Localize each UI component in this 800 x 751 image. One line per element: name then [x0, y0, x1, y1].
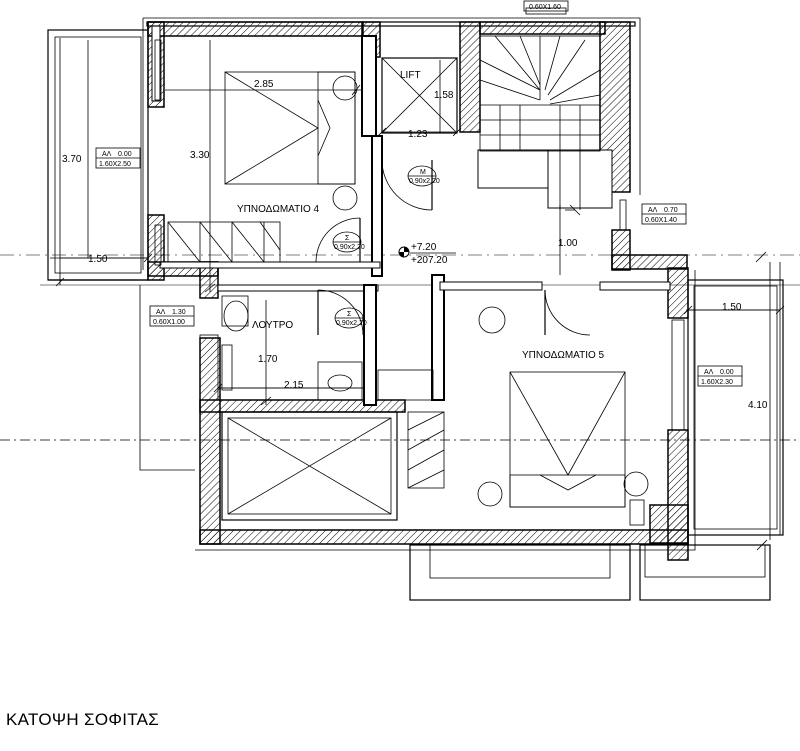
dim-215: 2.15 [284, 380, 304, 391]
svg-text:0.70: 0.70 [664, 207, 678, 214]
svg-text:0.60X1.40: 0.60X1.40 [645, 217, 677, 224]
dim-170: 1.70 [258, 354, 278, 365]
top-window-tag: 0.60X1.60 [523, 0, 569, 12]
svg-text:ΑΛ: ΑΛ [648, 207, 658, 214]
bedroom4-furniture [167, 71, 358, 263]
doors [315, 159, 591, 336]
svg-text:ΑΛ: ΑΛ [156, 309, 166, 316]
svg-text:0.60X1.00: 0.60X1.00 [153, 319, 185, 326]
dim-285: 2.85 [254, 79, 274, 90]
door-tag-mark: Μ [420, 169, 426, 176]
dim-150-right: 1.50 [722, 302, 742, 313]
bathroom-fixtures [218, 295, 434, 401]
room-label-bathroom: ΛΟΥΤΡΟ [252, 320, 293, 331]
dim-158: 1.58 [434, 90, 454, 101]
door-tag-mark: Σ [345, 235, 350, 242]
svg-text:1.60X2.30: 1.60X2.30 [701, 379, 733, 386]
svg-text:1.60X2.50: 1.60X2.50 [99, 161, 131, 168]
door-tag-size: 0.90x2.20 [334, 244, 365, 251]
dim-100: 1.00 [558, 238, 578, 249]
level-lower: +207.20 [411, 255, 448, 266]
dim-150-left: 1.50 [88, 254, 108, 265]
svg-text:0.60X1.60: 0.60X1.60 [529, 4, 561, 11]
level-upper: +7.20 [411, 242, 437, 253]
room-label-bedroom4: ΥΠΝΟΔΩΜΑΤΙΟ 4 [237, 204, 320, 215]
lift-label: LIFT [400, 70, 421, 81]
door-tag-size: 0.90x2.20 [336, 320, 367, 327]
lift-shaft: LIFT [381, 57, 458, 134]
windows [154, 7, 685, 431]
room-label-bedroom5: ΥΠΝΟΔΩΜΑΤΙΟ 5 [522, 350, 605, 361]
door-tag-mark: Σ [347, 311, 352, 318]
door-tag-size: 0.90x2.20 [409, 178, 440, 185]
dim-410: 4.10 [748, 400, 768, 411]
window-tag-1: ΑΛ 0.00 1.60X2.50 [95, 147, 141, 169]
window-tag-2: ΑΛ 0.70 0.60X1.40 [641, 203, 687, 225]
dim-123: 1.23 [408, 129, 428, 140]
svg-text:ΑΛ: ΑΛ [102, 151, 112, 158]
plan-caption: ΚΑΤΟΨΗ ΣΟΦΙΤΑΣ [6, 710, 160, 729]
right-balcony [683, 251, 785, 551]
svg-text:0.00: 0.00 [118, 151, 132, 158]
staircase [479, 35, 601, 216]
svg-text:0.00: 0.00 [720, 369, 734, 376]
outline [139, 17, 696, 551]
bottom-balconies [409, 544, 771, 601]
level-marker: +7.20 +207.20 [398, 242, 456, 266]
dim-330: 3.30 [190, 150, 210, 161]
dim-370: 3.70 [62, 154, 82, 165]
bedroom5-furniture [407, 306, 649, 526]
svg-text:1.30: 1.30 [172, 309, 186, 316]
window-tag-4: ΑΛ 0.00 1.60X2.30 [697, 365, 743, 387]
void-area [221, 411, 398, 521]
door-tags: Μ 0.90x2.20 Σ 0.90x2.20 Σ 0.90x2.20 [332, 165, 440, 329]
svg-text:ΑΛ: ΑΛ [704, 369, 714, 376]
dimension-lines [50, 40, 780, 540]
window-tag-3: ΑΛ 1.30 0.60X1.00 [149, 305, 195, 327]
